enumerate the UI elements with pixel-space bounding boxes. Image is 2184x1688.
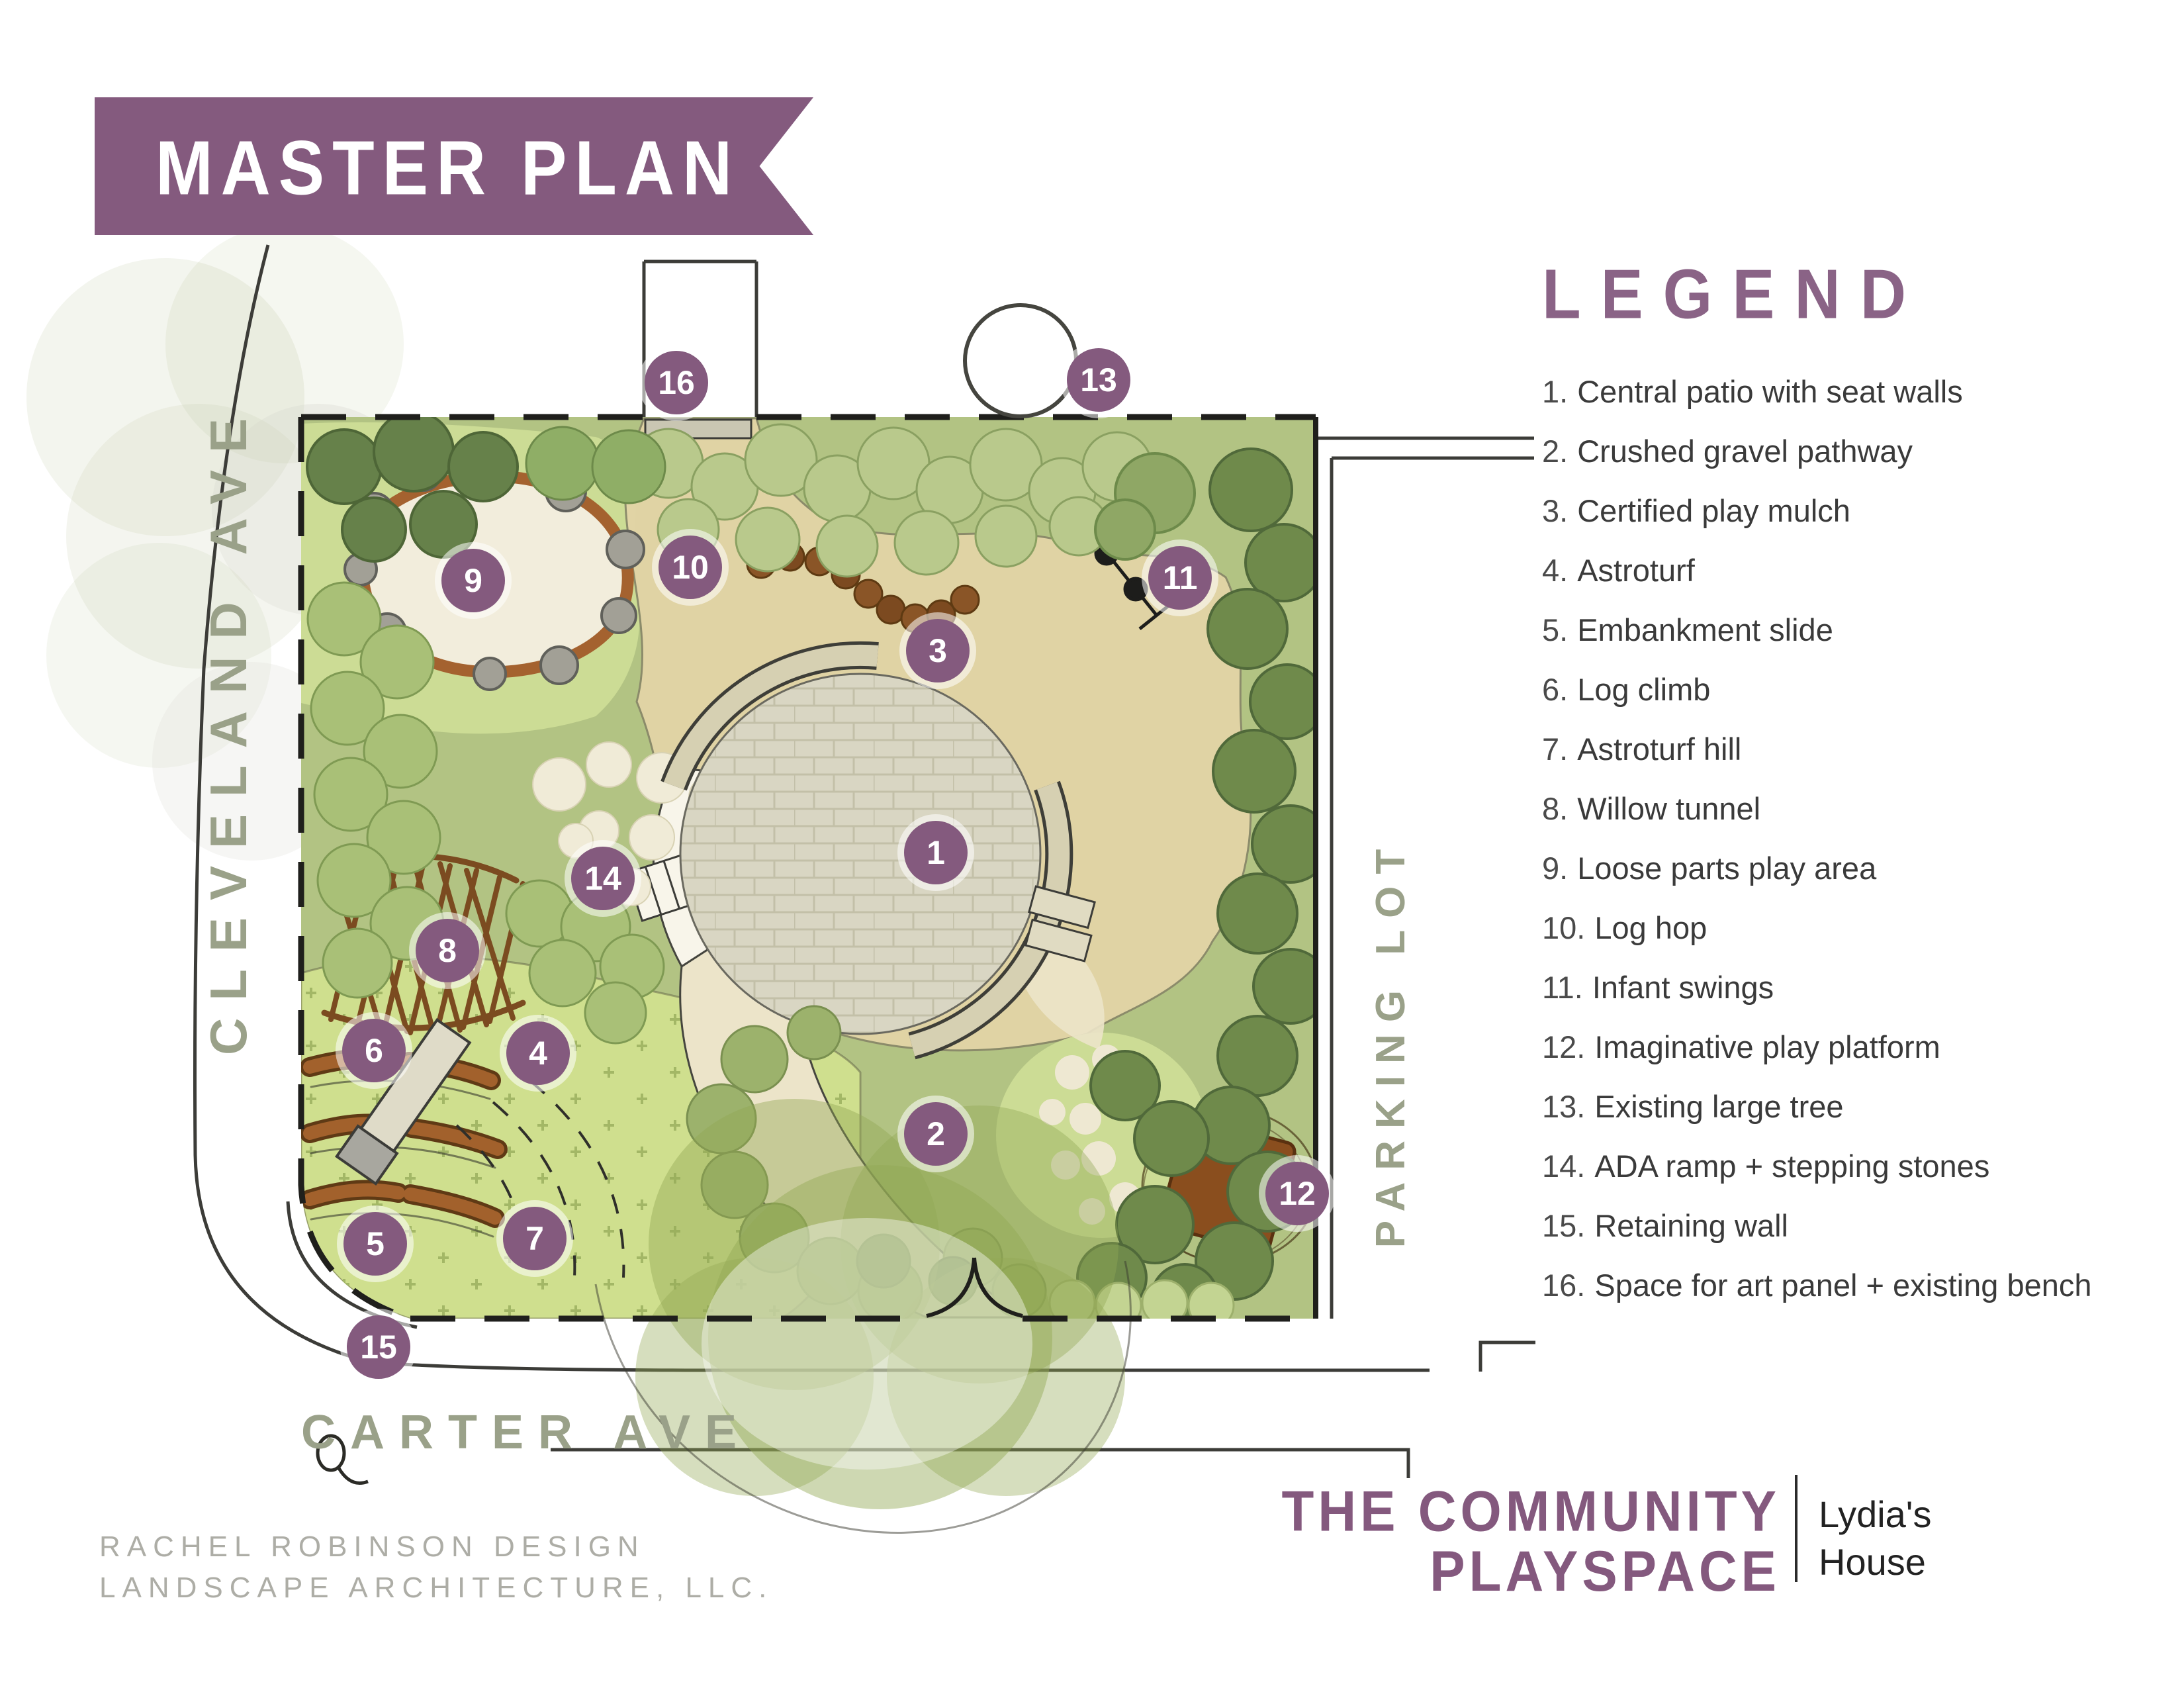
street-curb-lines xyxy=(193,244,1535,1478)
designer-credit: RACHEL ROBINSON DESIGN LANDSCAPE ARCHITE… xyxy=(99,1526,773,1609)
legend-item: 14.ADA ramp + stepping stones xyxy=(1542,1149,1990,1184)
partner-line-2: House xyxy=(1819,1541,1926,1583)
loose-parts-trees xyxy=(525,426,666,504)
parking-entry-lower xyxy=(1330,456,1534,1319)
plan-marker-4: 4 xyxy=(506,1021,570,1085)
legend-list: 1.Central patio with seat walls 2.Crushe… xyxy=(1542,362,2144,1315)
legend-item: 6.Log climb xyxy=(1542,672,1711,707)
plan-marker-8: 8 xyxy=(416,919,479,982)
plan-marker-16: 16 xyxy=(645,351,708,414)
legend-item: 16.Space for art panel + existing bench xyxy=(1542,1268,2092,1303)
street-label-parking: PARKING LOT xyxy=(1368,837,1414,1248)
plan-marker-14: 14 xyxy=(571,847,635,910)
top-right-trees xyxy=(1094,452,1196,561)
legend-item: 15.Retaining wall xyxy=(1542,1208,1788,1243)
credit-line-2: LANDSCAPE ARCHITECTURE, LLC. xyxy=(99,1571,774,1604)
plan-marker-7: 7 xyxy=(503,1207,567,1270)
plan-marker-11: 11 xyxy=(1148,546,1212,610)
bench-nook-lines xyxy=(642,259,758,417)
partner-logo: Lydia's House xyxy=(1819,1491,1932,1586)
existing-tree-circle-icon xyxy=(963,303,1078,418)
legend-item: 5.Embankment slide xyxy=(1542,612,1833,647)
legend-item: 4.Astroturf xyxy=(1542,553,1695,588)
credit-line-1: RACHEL ROBINSON DESIGN xyxy=(99,1530,645,1563)
brand-line-1: THE COMMUNITY xyxy=(1281,1479,1780,1543)
plan-marker-6: 6 xyxy=(342,1019,406,1082)
top-left-bushes xyxy=(306,417,519,563)
street-label-carter: CARTER AVE xyxy=(301,1406,751,1459)
legend-item: 10.Log hop xyxy=(1542,910,1707,945)
plan-marker-9: 9 xyxy=(441,549,505,612)
willow-side-trees xyxy=(505,879,665,1045)
hydrant-icon xyxy=(316,1434,369,1485)
plan-marker-13: 13 xyxy=(1067,348,1130,412)
legend-item: 7.Astroturf hill xyxy=(1542,731,1742,767)
carter-right-jog xyxy=(1479,1340,1535,1372)
master-plan-banner: MASTER PLAN xyxy=(95,97,813,235)
legend-panel: LEGEND 1.Central patio with seat walls 2… xyxy=(1542,255,2158,1303)
legend-item: 9.Loose parts play area xyxy=(1542,851,1877,886)
legend-item: 12.Imaginative play platform xyxy=(1542,1029,1940,1064)
carter-ave-sidewalk xyxy=(551,1448,1410,1478)
legend-title: LEGEND xyxy=(1542,256,1927,334)
plan-marker-5: 5 xyxy=(343,1212,407,1276)
legend-item: 1.Central patio with seat walls xyxy=(1542,374,1963,409)
plan-marker-2: 2 xyxy=(904,1102,968,1166)
legend-item: 8.Willow tunnel xyxy=(1542,791,1761,826)
legend-item: 11.Infant swings xyxy=(1542,970,1774,1005)
plan-marker-10: 10 xyxy=(659,536,722,599)
brand-line-2: PLAYSPACE xyxy=(1430,1539,1780,1603)
legend-item: 3.Certified play mulch xyxy=(1542,493,1850,528)
page-title: MASTER PLAN xyxy=(156,125,741,212)
left-column-trees xyxy=(306,581,445,999)
plan-marker-12: 12 xyxy=(1265,1162,1329,1225)
street-label-cleveland: CLEVELAND AVE xyxy=(199,401,257,1055)
plan-marker-15: 15 xyxy=(347,1315,410,1379)
cleveland-ave-curb xyxy=(193,244,1430,1372)
patio-steps xyxy=(1024,885,1096,962)
central-patio xyxy=(679,673,1042,1035)
entry-gate-icon xyxy=(926,1257,1023,1318)
legend-item: 13.Existing large tree xyxy=(1542,1089,1844,1124)
brand-logo: THE COMMUNITY PLAYSPACE xyxy=(1191,1481,1780,1601)
legend-item: 2.Crushed gravel pathway xyxy=(1542,434,1913,469)
embankment-slide xyxy=(334,1017,472,1186)
logo-divider xyxy=(1795,1475,1797,1582)
plan-marker-3: 3 xyxy=(906,619,970,682)
plan-marker-1: 1 xyxy=(904,821,968,884)
partner-line-1: Lydia's xyxy=(1819,1493,1932,1535)
